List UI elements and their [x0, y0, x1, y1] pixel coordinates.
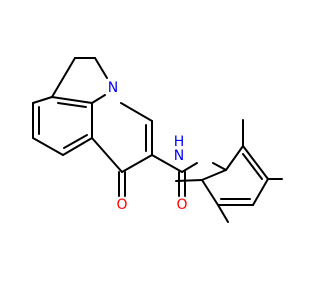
amide-hydrogen-label: H	[174, 134, 185, 150]
bond-co-ar	[91, 137, 123, 173]
amide-nitrogen-atom: N	[174, 148, 184, 164]
bond-n-ch	[120, 102, 153, 122]
bond-c-co	[121, 154, 153, 173]
bond-ar3	[32, 137, 64, 156]
bond-mes2-inner	[242, 153, 263, 180]
atom-labels: N N H O O	[108, 80, 188, 213]
ketone-oxygen-atom: O	[116, 197, 127, 213]
bonds	[32, 57, 283, 223]
bond-n-aryl	[212, 162, 227, 171]
bond-ar4	[62, 137, 93, 156]
bond-ch2-n	[94, 57, 108, 79]
bond-mes3	[252, 178, 269, 206]
bond-c1-c2	[51, 57, 76, 98]
bond-ar6	[51, 96, 93, 104]
bond-ar4-inner	[63, 134, 88, 149]
nitrogen-atom-ring: N	[108, 80, 118, 96]
bond-amide-n	[181, 162, 198, 173]
bond-methyl-bottom	[217, 204, 229, 223]
bond-c-amide	[151, 154, 183, 173]
molecule-structure-diagram: N N H O O	[0, 0, 300, 300]
bond-ar6-inner	[57, 102, 87, 108]
bond-mes6	[201, 169, 227, 181]
bond-mes5	[201, 179, 219, 206]
bond-c-n	[91, 94, 106, 104]
bond-mes2	[242, 145, 269, 180]
bond-mes1	[225, 145, 244, 171]
bond-methyl-left	[175, 179, 203, 182]
bond-ar1	[32, 96, 53, 104]
background	[0, 0, 300, 300]
amide-oxygen-atom: O	[176, 197, 187, 213]
